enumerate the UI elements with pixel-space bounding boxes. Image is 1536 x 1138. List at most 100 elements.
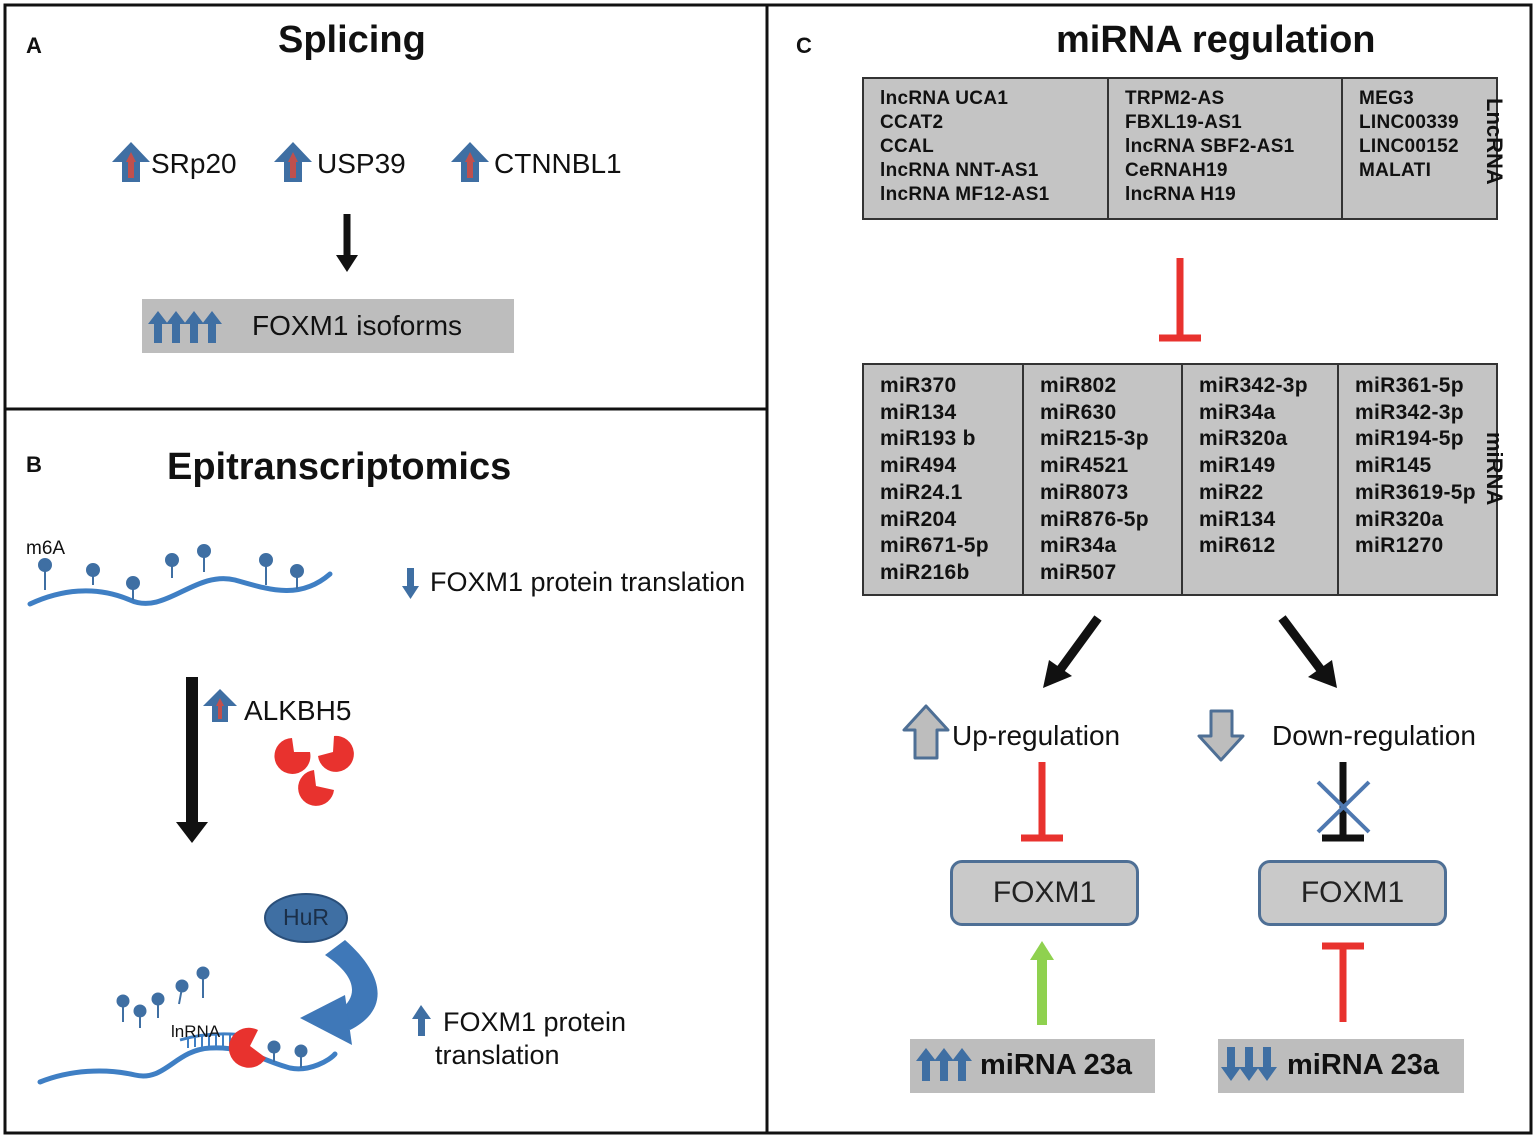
foxm1-isoforms-label: FOXM1 isoforms [252, 310, 463, 341]
mirna-column-1: miR370 miR134 miR193 b miR494 miR24.1 mi… [864, 365, 1024, 594]
mirna-side-label: miRNA [1482, 432, 1507, 506]
mirna-item: miR320a [1199, 427, 1288, 451]
lncrna-item: lncRNA UCA1 [880, 88, 1009, 109]
mirna-item: miR3619-5p [1355, 480, 1476, 504]
m6a-label: m6A [26, 538, 66, 559]
panel-c-title: miRNA regulation [1056, 19, 1376, 61]
quad-up-arrow-icon [148, 311, 222, 343]
up-arrow-icon-alkbh5 [203, 689, 237, 722]
factor-usp39: USP39 [317, 148, 406, 179]
mirna-table: miR370 miR134 miR193 b miR494 miR24.1 mi… [862, 363, 1498, 596]
lnrna-label: lnRNA [171, 1022, 221, 1041]
lncrna-item: lncRNA MF12-AS1 [880, 184, 1050, 205]
foxm1-isoforms-box [142, 299, 514, 353]
red-enzyme-on-strand-icon [228, 1027, 266, 1068]
mirna-item: miR630 [1040, 400, 1117, 424]
triple-down-arrow-icon [1221, 1047, 1277, 1081]
translation-down-text: FOXM1 protein translation [430, 567, 746, 597]
lncrna-item: TRPM2-AS [1125, 88, 1225, 109]
up-arrow-icon-usp39 [274, 142, 312, 182]
mirna-item: miR876-5p [1040, 507, 1149, 531]
alkbh5-label: ALKBH5 [244, 695, 352, 726]
lncrna-table: lncRNA UCA1 CCAT2 CCAL lncRNA NNT-AS1 ln… [862, 77, 1498, 220]
lncrna-item: lncRNA SBF2-AS1 [1125, 136, 1295, 157]
alkbh5-enzyme-icons [274, 735, 354, 806]
mirna-item: miR802 [1040, 374, 1117, 397]
m6a-rna-strand [27, 571, 333, 607]
mirna-item: miR8073 [1040, 480, 1129, 504]
triple-up-arrow-icon [916, 1048, 972, 1081]
panel-c-letter: C [796, 33, 812, 58]
translation-up-text-line2: translation [435, 1040, 560, 1070]
lncrna-item: MALATI [1359, 160, 1432, 181]
lncrna-side-label: LncRNA [1482, 98, 1507, 185]
mirna-item: miR370 [880, 374, 957, 397]
mirna-23a-down-label: miRNA 23a [1287, 1049, 1440, 1081]
hur-curved-arrow-icon [300, 940, 378, 1045]
mirna-item: miR149 [1199, 454, 1276, 478]
mirna-23a-down-box [1218, 1039, 1464, 1093]
panel-a-letter: A [26, 33, 42, 58]
mirna-item: miR342-3p [1199, 374, 1308, 397]
long-down-arrow-icon [176, 677, 208, 843]
mirna-item: miR22 [1199, 480, 1264, 504]
down-arrow-icon-translation [402, 568, 419, 599]
mirna-item: miR507 [1040, 560, 1117, 584]
bottom-strand-marks [267, 1040, 308, 1068]
mirna-item: miR494 [880, 454, 957, 478]
gray-up-arrow-icon [902, 704, 950, 760]
arrow-icon-to-up [1043, 615, 1102, 688]
mirna-item: miR4521 [1040, 454, 1129, 478]
lncrna-item: CCAT2 [880, 112, 944, 133]
mirna-column-3: miR342-3p miR34a miR320a miR149 miR22 mi… [1183, 365, 1339, 594]
gray-down-arrow-icon [1197, 709, 1245, 762]
mirna-item: miR612 [1199, 534, 1276, 558]
panel-b-title: Epitranscriptomics [167, 446, 512, 488]
panel-a-title: Splicing [278, 19, 426, 61]
inhibition-icon-mirna [1322, 942, 1364, 1022]
mirna-23a-up-box [910, 1039, 1155, 1093]
lncrna-item: CeRNAH19 [1125, 160, 1228, 181]
translation-up-text-line1: FOXM1 protein [443, 1007, 627, 1037]
lncrna-item: MEG3 [1359, 88, 1415, 109]
down-regulation-label: Down-regulation [1272, 720, 1476, 751]
mirna-item: miR24.1 [880, 480, 963, 504]
lncrna-item: lncRNA NNT-AS1 [880, 160, 1039, 181]
lncrna-column-3: MEG3 LINC00339 LINC00152 MALATI [1343, 79, 1496, 218]
m6a-marks [38, 544, 304, 600]
mirna-item: miR320a [1355, 507, 1444, 531]
lncrna-item: FBXL19-AS1 [1125, 112, 1243, 133]
mirna-item: miR1270 [1355, 534, 1444, 558]
up-arrow-icon-translation [412, 1005, 431, 1036]
lncrna-column-1: lncRNA UCA1 CCAT2 CCAL lncRNA NNT-AS1 ln… [864, 79, 1109, 218]
panel-b-letter: B [26, 452, 42, 477]
arrow-icon-to-down [1278, 615, 1337, 688]
factor-srp20: SRp20 [151, 148, 237, 179]
activation-arrow-icon [1030, 941, 1054, 1025]
mirna-item: miR194-5p [1355, 427, 1464, 451]
floating-m6a-marks [116, 966, 210, 1028]
lncrna-item: lncRNA H19 [1125, 184, 1237, 205]
hur-protein-icon [264, 893, 348, 943]
factor-ctnnbl1: CTNNBL1 [494, 148, 622, 179]
hur-label: HuR [283, 904, 330, 930]
foxm1-box-left: FOXM1 [950, 860, 1139, 926]
inhibition-icon-up [1021, 762, 1063, 842]
mirna-item: miR216b [880, 560, 970, 584]
mirna-item: miR361-5p [1355, 374, 1464, 397]
mirna-item: miR215-3p [1040, 427, 1149, 451]
mirna-column-2: miR802 miR630 miR215-3p miR4521 miR8073 … [1024, 365, 1183, 594]
down-arrow-icon-splicing [336, 214, 358, 272]
up-arrow-icon-srp20 [112, 142, 150, 182]
lncrna-item: CCAL [880, 136, 934, 157]
up-regulation-label: Up-regulation [952, 720, 1121, 751]
mirna-item: miR34a [1040, 534, 1117, 558]
foxm1-box-right: FOXM1 [1258, 860, 1447, 926]
mirna-item: miR204 [880, 507, 957, 531]
mirna-item: miR193 b [880, 427, 976, 451]
inhibition-icon-lncrna [1159, 258, 1201, 342]
lncrna-column-2: TRPM2-AS FBXL19-AS1 lncRNA SBF2-AS1 CeRN… [1109, 79, 1343, 218]
panel-borders [3, 3, 1533, 1135]
mirna-item: miR134 [1199, 507, 1276, 531]
lncrna-item: LINC00339 [1359, 112, 1459, 133]
